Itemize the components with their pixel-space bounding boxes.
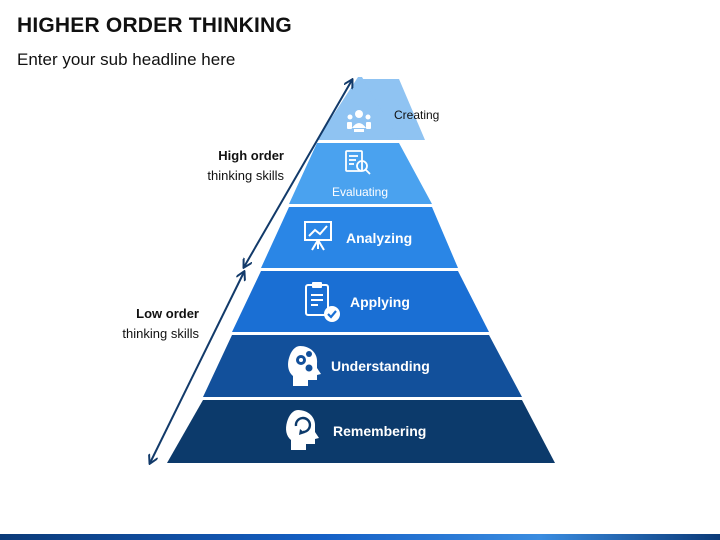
tier-label-remembering: Remembering [333,423,426,439]
tier-remembering[interactable] [167,400,555,463]
high-order-title: High order [218,148,284,163]
head-memory-icon [286,410,319,450]
tier-understanding[interactable] [203,335,522,397]
tier-label-applying: Applying [350,294,410,310]
low-order-title: Low order [136,306,199,321]
low-order-caption: thinking skills [122,326,199,341]
team-icon [347,110,371,132]
arrow-low-order [150,272,244,463]
low-order-label: Low order thinking skills [122,304,199,344]
tier-label-understanding: Understanding [331,358,430,374]
page-subtitle: Enter your sub headline here [17,50,236,69]
tier-label-creating: Creating [394,108,440,122]
page-title: HIGHER ORDER THINKING [17,14,292,37]
bottom-accent-bar [0,534,720,540]
tier-label-analyzing: Analyzing [346,230,412,246]
tier-applying[interactable] [232,271,489,332]
high-order-label: High order thinking skills [207,146,284,186]
high-order-caption: thinking skills [207,168,284,183]
evaluate-icon [345,150,371,175]
tier-label-evaluating: Evaluating [332,185,388,199]
head-gears-icon [288,346,321,386]
arrow-high-order [244,80,352,267]
chart-board-icon [304,221,332,251]
clipboard-icon [305,282,340,322]
